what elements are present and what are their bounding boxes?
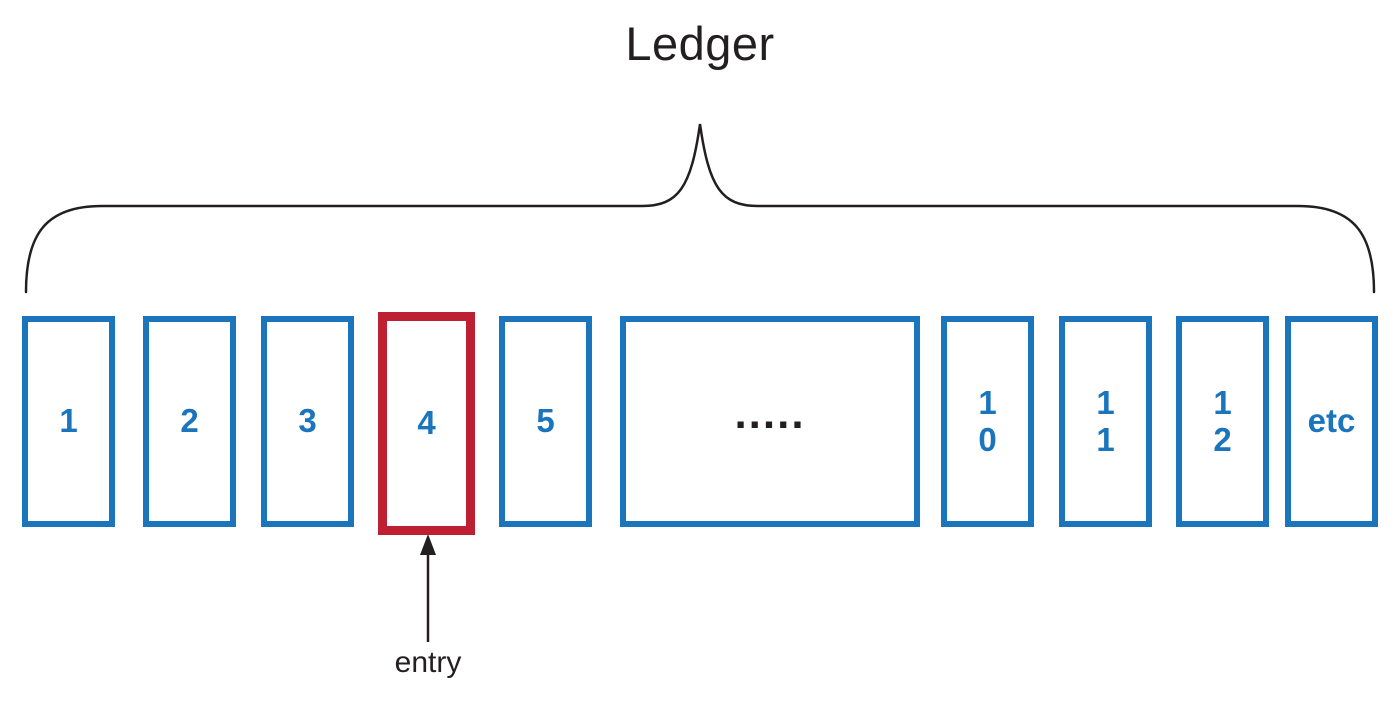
ledger-box-11: 1 1 bbox=[1059, 316, 1152, 527]
box-label: 1 1 bbox=[1096, 383, 1115, 458]
box-label: 1 bbox=[59, 402, 78, 440]
box-label: 3 bbox=[298, 402, 317, 440]
ledger-box-12: 1 2 bbox=[1176, 316, 1269, 527]
ellipsis-box: ..... bbox=[620, 316, 920, 527]
ledger-box-10: 1 0 bbox=[941, 316, 1034, 527]
box-label: 5 bbox=[536, 402, 555, 440]
box-label: 4 bbox=[417, 404, 436, 442]
box-label: 2 bbox=[180, 402, 199, 440]
ledger-box-1: 1 bbox=[22, 316, 115, 527]
entry-label: entry bbox=[394, 646, 462, 679]
entry-arrow-icon bbox=[420, 534, 436, 642]
ledger-box-etc: etc bbox=[1285, 316, 1378, 527]
box-label: etc bbox=[1307, 402, 1356, 440]
ledger-box-3: 3 bbox=[261, 316, 354, 527]
brace-icon bbox=[24, 123, 1376, 294]
ledger-box-5: 5 bbox=[499, 316, 592, 527]
ledger-box-4-entry: 4 bbox=[378, 312, 475, 535]
box-label: 1 0 bbox=[978, 383, 997, 458]
ellipsis-label: ..... bbox=[734, 388, 806, 438]
ledger-box-2: 2 bbox=[143, 316, 236, 527]
box-label: 1 2 bbox=[1213, 383, 1232, 458]
diagram-title: Ledger bbox=[625, 17, 775, 70]
